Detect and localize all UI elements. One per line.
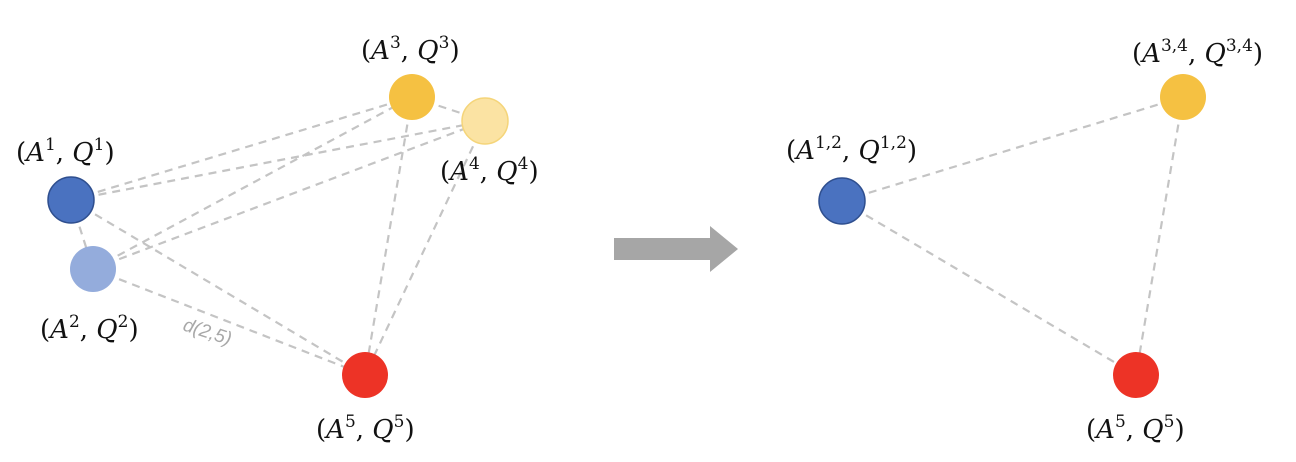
edge-4-5 <box>364 120 486 376</box>
edge-3-5 <box>363 96 414 376</box>
left-edges <box>69 95 486 377</box>
node-5 <box>342 352 388 398</box>
label-node-12: (A1,2, Q1,2) <box>786 133 917 166</box>
label-node-34: (A3,4, Q3,4) <box>1132 36 1263 69</box>
node-4 <box>461 97 509 145</box>
label-node-5: (A5, Q5) <box>316 412 415 445</box>
label-node-1: (A1, Q1) <box>16 135 115 168</box>
node-1 <box>47 176 95 224</box>
edge-12-34 <box>841 95 1184 203</box>
left-labels: (A1, Q1) (A2, Q2) (A3, Q3) (A4, Q4) (A5,… <box>16 33 539 445</box>
label-node-4: (A4, Q4) <box>440 154 539 187</box>
edge-1-4 <box>70 119 486 202</box>
node-12 <box>818 177 866 225</box>
node-3 <box>389 74 435 120</box>
left-nodes <box>47 74 509 398</box>
right-nodes <box>818 74 1206 398</box>
right-edges <box>841 95 1185 376</box>
node-2 <box>70 246 116 292</box>
node-5-merged <box>1113 352 1159 398</box>
node-34 <box>1160 74 1206 120</box>
right-labels: (A1,2, Q1,2) (A3,4, Q3,4) (A5, Q5) <box>786 36 1263 445</box>
edge-2-4 <box>92 119 486 271</box>
edge-12-5 <box>841 200 1137 376</box>
transform-arrow-icon <box>614 226 738 272</box>
label-node-3: (A3, Q3) <box>361 33 460 66</box>
edge-2-5 <box>92 267 366 377</box>
edge-2-3 <box>92 96 413 270</box>
label-node-2: (A2, Q2) <box>40 312 139 345</box>
edge-34-5 <box>1134 96 1185 376</box>
edge-1-5 <box>70 199 366 376</box>
edge-1-3 <box>70 95 413 202</box>
label-node-5-merged: (A5, Q5) <box>1086 412 1185 445</box>
